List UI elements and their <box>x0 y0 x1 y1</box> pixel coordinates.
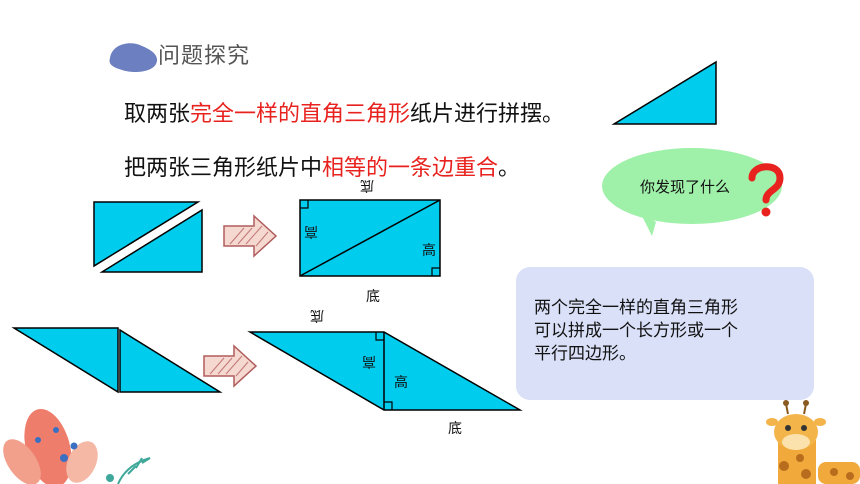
rect-right-label: 高 <box>422 243 436 259</box>
line2-prefix: 把两张三角形纸片中 <box>124 156 323 181</box>
para-bottom-label: 底 <box>448 421 462 437</box>
triangle-left <box>11 327 119 394</box>
line1-highlight: 完全一样的直角三角形 <box>190 102 411 127</box>
summary-box: 两个完全一样的直角三角形 可以拼成一个长方形或一个 平行四边形。 <box>516 267 814 400</box>
para-top-label: 底 <box>310 307 324 323</box>
question-mark-icon <box>748 163 784 217</box>
summary-line-2: 可以拼成一个长方形或一个 <box>534 321 738 341</box>
line1-prefix: 取两张 <box>124 102 191 127</box>
rect-bottom-label: 底 <box>366 289 380 305</box>
instruction-line-2: 把两张三角形纸片中相等的一条边重合。 <box>124 150 520 182</box>
line1-suffix: 纸片进行拼摆。 <box>410 102 565 127</box>
speech-bubble <box>602 148 782 236</box>
triangle-right <box>119 328 223 393</box>
triangle-bottom-right <box>99 208 203 273</box>
arrow-icon-1 <box>223 214 278 258</box>
rectangle-figure <box>299 199 441 277</box>
arrow-icon-2 <box>203 344 258 388</box>
summary-line-3: 平行四边形。 <box>534 344 636 364</box>
sample-triangle <box>611 60 717 125</box>
bubble-text: 你发现了什么 <box>640 178 731 196</box>
triangle-top-left <box>93 201 201 268</box>
blob-icon <box>109 43 158 72</box>
rect-left-label: 高 <box>304 223 318 239</box>
para-left-label: 高 <box>362 353 376 369</box>
para-right-label: 高 <box>394 375 408 391</box>
giraffe-icon <box>766 400 860 484</box>
parallelogram-figure <box>247 331 523 411</box>
rect-top-label: 底 <box>360 177 374 193</box>
section-title: 问题探究 <box>158 44 251 69</box>
instruction-line-1: 取两张完全一样的直角三角形纸片进行拼摆。 <box>124 96 564 128</box>
leaf-decoration-icon <box>3 408 151 484</box>
summary-line-1: 两个完全一样的直角三角形 <box>534 298 738 318</box>
line2-suffix: 。 <box>498 156 521 181</box>
line2-highlight: 相等的一条边重合 <box>322 156 499 181</box>
